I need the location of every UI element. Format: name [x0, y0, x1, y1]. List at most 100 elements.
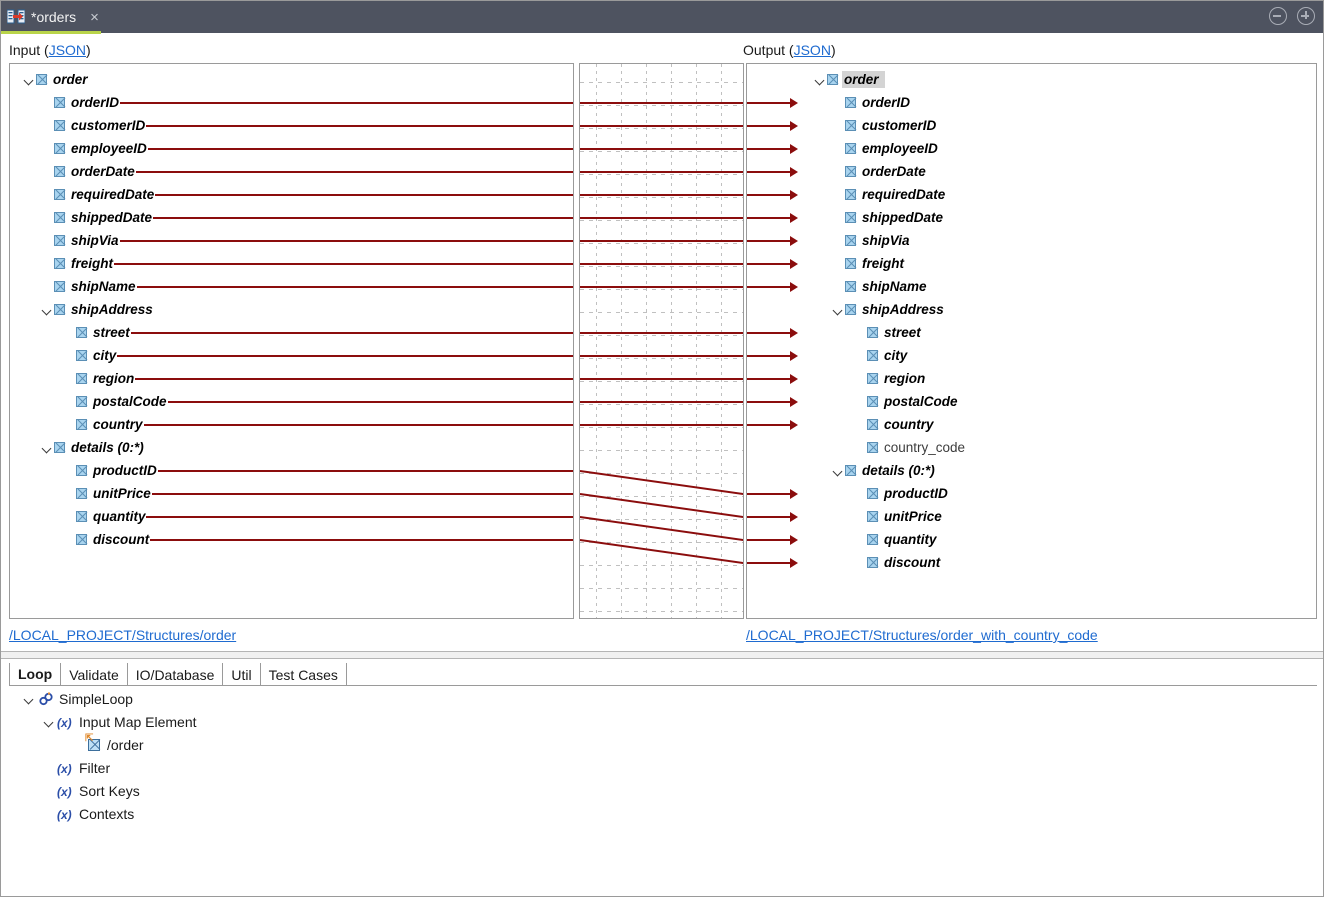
- mapping-connector[interactable]: [580, 355, 743, 357]
- mapping-line-stub[interactable]: [153, 217, 573, 219]
- loop-tree-row[interactable]: (x)Filter: [41, 756, 110, 779]
- mapping-line-arrow[interactable]: [747, 167, 801, 177]
- mapping-connector[interactable]: [580, 194, 743, 196]
- tree-row[interactable]: orderDate: [40, 160, 135, 183]
- mapping-line-stub[interactable]: [143, 424, 573, 426]
- editor-tab-orders[interactable]: *orders ×: [1, 1, 107, 33]
- mapping-line-stub[interactable]: [155, 194, 573, 196]
- mapping-line-stub[interactable]: [151, 493, 573, 495]
- mapping-line-stub[interactable]: [136, 286, 573, 288]
- mapping-line-arrow[interactable]: [747, 351, 801, 361]
- mapping-line-stub[interactable]: [135, 378, 573, 380]
- tree-row[interactable]: freight: [40, 252, 113, 275]
- tree-row[interactable]: postalCode: [853, 390, 958, 413]
- mapping-connector[interactable]: [580, 217, 743, 219]
- tree-row[interactable]: requiredDate: [831, 183, 945, 206]
- mapping-line-stub[interactable]: [120, 102, 573, 104]
- expand-collapse-icon[interactable]: [22, 68, 36, 91]
- tree-row[interactable]: country: [62, 413, 143, 436]
- tree-row[interactable]: shipVia: [831, 229, 910, 252]
- close-icon[interactable]: ×: [90, 8, 99, 26]
- tree-row[interactable]: city: [62, 344, 116, 367]
- tree-row[interactable]: freight: [831, 252, 904, 275]
- tree-row[interactable]: unitPrice: [62, 482, 151, 505]
- mapping-line-stub[interactable]: [146, 125, 573, 127]
- expand-collapse-icon[interactable]: [41, 710, 57, 733]
- mapping-connector[interactable]: [580, 240, 743, 242]
- bottom-tab-test-cases[interactable]: Test Cases: [261, 663, 347, 686]
- expand-collapse-icon[interactable]: [21, 687, 37, 710]
- mapping-line-arrow[interactable]: [747, 144, 801, 154]
- mapping-line-arrow[interactable]: [747, 121, 801, 131]
- mapping-line-arrow[interactable]: [747, 328, 801, 338]
- bottom-tab-util[interactable]: Util: [223, 663, 261, 686]
- expand-collapse-icon[interactable]: [831, 459, 845, 482]
- mapping-line-stub[interactable]: [117, 355, 573, 357]
- output-json-link[interactable]: JSON: [793, 42, 831, 58]
- mapping-line-arrow[interactable]: [747, 190, 801, 200]
- mapping-connector[interactable]: [580, 539, 743, 564]
- mapping-line-stub[interactable]: [119, 240, 573, 242]
- tree-row[interactable]: shippedDate: [40, 206, 152, 229]
- bottom-tab-validate[interactable]: Validate: [61, 663, 128, 686]
- maximize-icon[interactable]: [1297, 7, 1315, 25]
- tree-row[interactable]: details (0:*): [831, 459, 935, 482]
- tree-row[interactable]: region: [62, 367, 134, 390]
- mapping-line-stub[interactable]: [147, 148, 573, 150]
- mapping-line-stub[interactable]: [130, 332, 573, 334]
- tree-row[interactable]: discount: [853, 551, 940, 574]
- tree-row[interactable]: orderID: [40, 91, 119, 114]
- tree-row[interactable]: shippedDate: [831, 206, 943, 229]
- expand-collapse-icon[interactable]: [831, 298, 845, 321]
- tree-row[interactable]: shipName: [831, 275, 927, 298]
- mapping-line-stub[interactable]: [167, 401, 573, 403]
- mapping-line-arrow[interactable]: [747, 259, 801, 269]
- tree-row[interactable]: region: [853, 367, 925, 390]
- mapping-line-arrow[interactable]: [747, 489, 801, 499]
- tree-row[interactable]: shipAddress: [831, 298, 944, 321]
- mapping-connector[interactable]: [580, 378, 743, 380]
- loop-tree-row[interactable]: (x)Input Map Element: [41, 710, 197, 733]
- loop-tree-row[interactable]: (x)Sort Keys: [41, 779, 140, 802]
- tree-row[interactable]: street: [853, 321, 921, 344]
- mapping-line-stub[interactable]: [113, 263, 573, 265]
- mapping-connector[interactable]: [580, 401, 743, 403]
- mapping-connector[interactable]: [580, 286, 743, 288]
- tree-row[interactable]: order: [813, 68, 885, 91]
- expand-collapse-icon[interactable]: [40, 436, 54, 459]
- mapping-line-arrow[interactable]: [747, 236, 801, 246]
- loop-tree-row[interactable]: ⇱/order: [69, 733, 144, 756]
- tree-row[interactable]: unitPrice: [853, 505, 942, 528]
- mapping-line-stub[interactable]: [157, 470, 573, 472]
- output-structure-path-link[interactable]: /LOCAL_PROJECT/Structures/order_with_cou…: [746, 627, 1098, 643]
- tree-row[interactable]: shipAddress: [40, 298, 153, 321]
- input-json-link[interactable]: JSON: [48, 42, 87, 58]
- mapping-connector[interactable]: [580, 148, 743, 150]
- mapping-connector[interactable]: [580, 171, 743, 173]
- mapping-line-stub[interactable]: [146, 516, 573, 518]
- tree-row[interactable]: productID: [62, 459, 157, 482]
- mapping-line-arrow[interactable]: [747, 535, 801, 545]
- mapping-line-stub[interactable]: [135, 171, 573, 173]
- tree-row[interactable]: postalCode: [62, 390, 167, 413]
- tree-row[interactable]: employeeID: [40, 137, 147, 160]
- bottom-tab-loop[interactable]: Loop: [9, 663, 62, 686]
- mapping-line-arrow[interactable]: [747, 420, 801, 430]
- tree-row[interactable]: customerID: [831, 114, 936, 137]
- mapping-line-stub[interactable]: [150, 539, 573, 541]
- horizontal-splitter[interactable]: [1, 651, 1323, 659]
- loop-tree-row[interactable]: (x)Contexts: [41, 802, 134, 825]
- mapping-connector[interactable]: [580, 493, 743, 518]
- mapping-line-arrow[interactable]: [747, 98, 801, 108]
- tree-row[interactable]: details (0:*): [40, 436, 144, 459]
- mapping-line-arrow[interactable]: [747, 397, 801, 407]
- mapping-line-arrow[interactable]: [747, 213, 801, 223]
- minimize-icon[interactable]: [1269, 7, 1287, 25]
- bottom-tab-io-database[interactable]: IO/Database: [128, 663, 224, 686]
- expand-collapse-icon[interactable]: [40, 298, 54, 321]
- mapping-canvas-panel[interactable]: [579, 63, 744, 619]
- mapping-connector[interactable]: [580, 516, 743, 541]
- tree-row[interactable]: requiredDate: [40, 183, 154, 206]
